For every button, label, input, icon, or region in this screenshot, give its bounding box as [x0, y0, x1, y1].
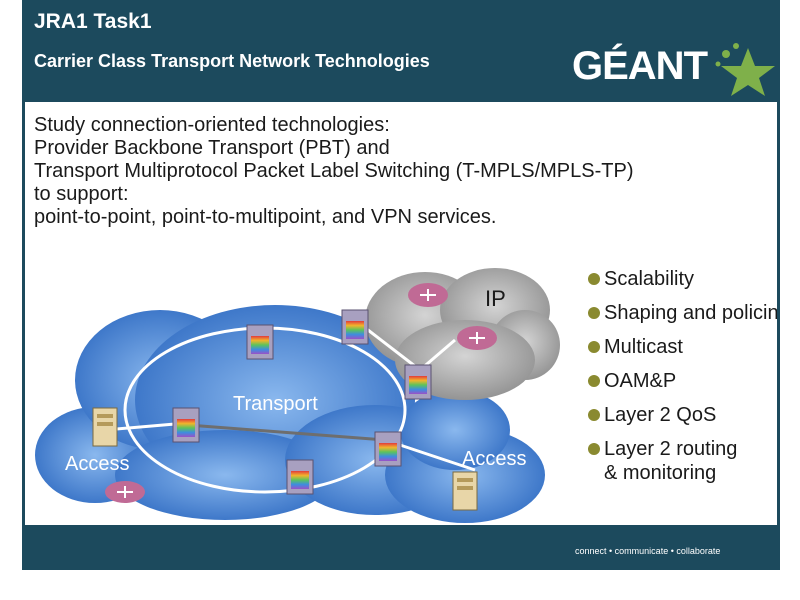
router-icon [105, 481, 145, 503]
geant-logo: GÉANT [572, 40, 782, 102]
access-left-label: Access [65, 453, 129, 475]
left-border [22, 102, 25, 570]
list-item: Shaping and policing [588, 296, 777, 330]
intro-line: to support: [34, 183, 129, 205]
feature-list: Scalability Shaping and policing Multica… [588, 262, 777, 486]
bullet-icon [588, 409, 600, 421]
star-icon [715, 43, 775, 96]
logo-text: GÉANT [572, 44, 708, 88]
list-item: OAM&P [588, 364, 777, 398]
list-item: Multicast [588, 330, 777, 364]
header-bar [22, 0, 780, 102]
switch-icon [404, 364, 432, 400]
access-right-label: Access [462, 448, 526, 470]
footer-bar [22, 525, 780, 570]
bullet-icon [588, 307, 600, 319]
network-diagram: IP Transport Access Access [35, 268, 560, 523]
list-item: Layer 2 QoS [588, 398, 777, 432]
intro-line: Study connection-oriented technologies: [34, 114, 390, 136]
list-item: Scalability [588, 262, 777, 296]
router-icon [408, 283, 448, 307]
server-icon [92, 407, 118, 447]
slide-title: JRA1 Task1 [34, 10, 152, 33]
bullet-icon [588, 273, 600, 285]
intro-text: Study connection-oriented technologies: … [34, 114, 774, 229]
list-item: Layer 2 routing& monitoring [588, 432, 777, 486]
intro-line: point-to-point, point-to-multipoint, and… [34, 206, 497, 228]
switch-icon [246, 324, 274, 360]
intro-line: Provider Backbone Transport (PBT) and [34, 137, 390, 159]
server-icon [452, 471, 478, 511]
bullet-icon [588, 375, 600, 387]
slide-subtitle: Carrier Class Transport Network Technolo… [34, 51, 430, 71]
footer-tagline: connect • communicate • collaborate [575, 546, 721, 556]
intro-line: Transport Multiprotocol Packet Label Swi… [34, 160, 634, 182]
switch-icon [341, 309, 369, 345]
right-border [777, 102, 780, 570]
transport-label: Transport [233, 393, 318, 415]
switch-icon [374, 431, 402, 467]
router-icon [457, 326, 497, 350]
ip-label: IP [485, 286, 506, 311]
switch-icon [172, 407, 200, 443]
switch-icon [286, 459, 314, 495]
bullet-icon [588, 443, 600, 455]
bullet-icon [588, 341, 600, 353]
